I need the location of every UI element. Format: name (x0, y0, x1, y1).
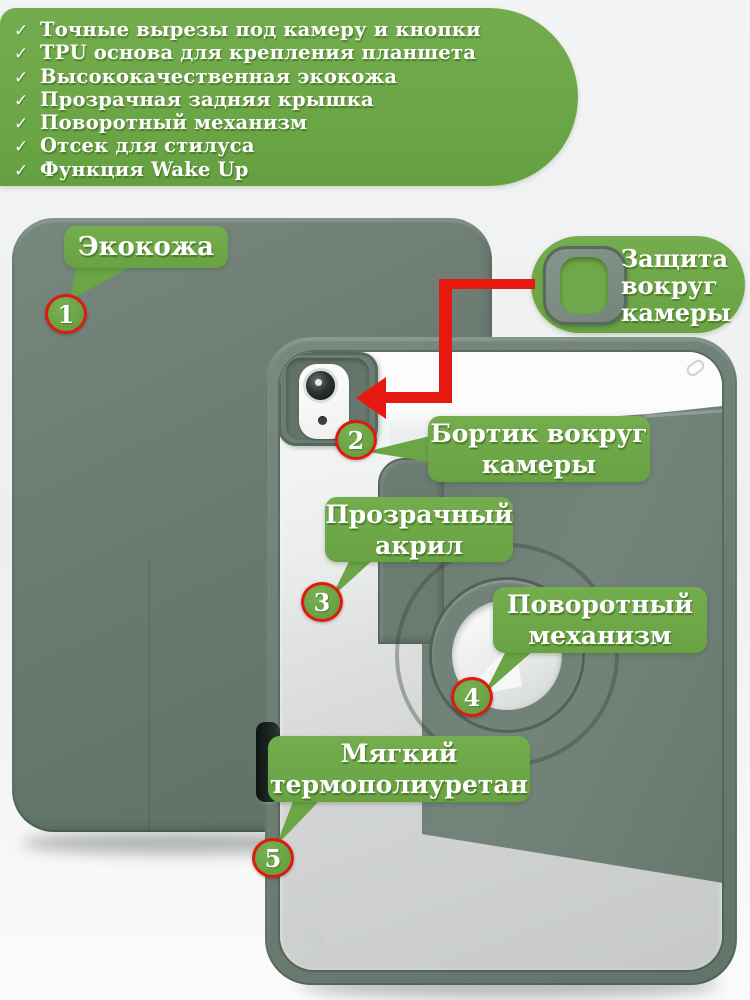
label-line: Защита (621, 244, 729, 273)
label-line: Прозрачный (325, 499, 513, 529)
check-icon: ✓ (14, 67, 29, 88)
check-icon: ✓ (14, 160, 29, 181)
leather-crease (148, 560, 150, 830)
check-icon: ✓ (14, 21, 29, 41)
camera-bezel-hole (560, 257, 608, 314)
camera-bezel-label: Бортик вокруг камеры (428, 416, 650, 482)
label-line: акрил (375, 530, 463, 560)
feature-text: TPU основа для крепления планшета (40, 41, 477, 65)
feature-item: ✓ Поворотный механизм (14, 111, 552, 134)
feature-text: Прозрачная задняя крышка (40, 87, 374, 111)
feature-list-panel: ✓ Точные вырезы под камеру и кнопки ✓ TP… (0, 8, 578, 186)
marker-5: 5 (252, 838, 294, 878)
camera-bezel-zoom-icon (543, 246, 627, 325)
marker-4: 4 (451, 677, 493, 717)
check-icon: ✓ (14, 90, 29, 111)
rotating-label: Поворотный механизм (493, 587, 707, 653)
camera-mic-dot (318, 416, 327, 425)
feature-text: Отсек для стилуса (40, 134, 255, 158)
tpu-label: Мягкий термополиуретан (268, 736, 530, 802)
check-icon: ✓ (14, 114, 29, 135)
corner-bracket-mark (304, 927, 327, 949)
feature-text: Точные вырезы под камеру и кнопки (40, 18, 481, 41)
camera-protection-callout: Защита вокруг камеры (531, 236, 745, 333)
feature-item: ✓ Функция Wake Up (14, 158, 552, 181)
label-line: Экокожа (77, 232, 215, 262)
feature-item: ✓ Прозрачная задняя крышка (14, 88, 552, 111)
feature-item: ✓ TPU основа для крепления планшета (14, 41, 552, 64)
camera-protection-label: Защита вокруг камеры (621, 245, 741, 326)
acrylic-label: Прозрачный акрил (325, 497, 513, 562)
label-line: камеры (481, 450, 597, 479)
feature-item: ✓ Точные вырезы под камеру и кнопки (14, 18, 552, 41)
check-icon: ✓ (14, 137, 29, 158)
label-line: Поворотный (507, 590, 693, 619)
arrow-segment (439, 279, 452, 403)
label-line: механизм (528, 621, 672, 650)
lens-glint (315, 379, 322, 386)
feature-item: ✓ Высококачественная экокожа (14, 65, 552, 88)
feature-text: Высококачественная экокожа (40, 64, 398, 88)
arrow-segment (384, 392, 452, 403)
marker-2: 2 (335, 420, 377, 460)
label-line: Мягкий (340, 739, 458, 768)
label-line: Бортик вокруг (430, 419, 648, 448)
label-line: термополиуретан (270, 770, 528, 799)
feature-item: ✓ Отсек для стилуса (14, 134, 552, 157)
feature-text: Поворотный механизм (40, 111, 308, 135)
marker-3: 3 (301, 582, 343, 622)
check-icon: ✓ (14, 44, 29, 65)
marker-1: 1 (45, 294, 87, 334)
label-line: камеры (621, 298, 731, 327)
corner-bracket-mark (686, 927, 709, 949)
ecoleather-label: Экокожа (64, 226, 228, 268)
camera-lens-icon (303, 368, 338, 403)
feature-text: Функция Wake Up (40, 157, 249, 181)
label-line: вокруг (621, 271, 718, 300)
arrow-segment (445, 279, 535, 289)
